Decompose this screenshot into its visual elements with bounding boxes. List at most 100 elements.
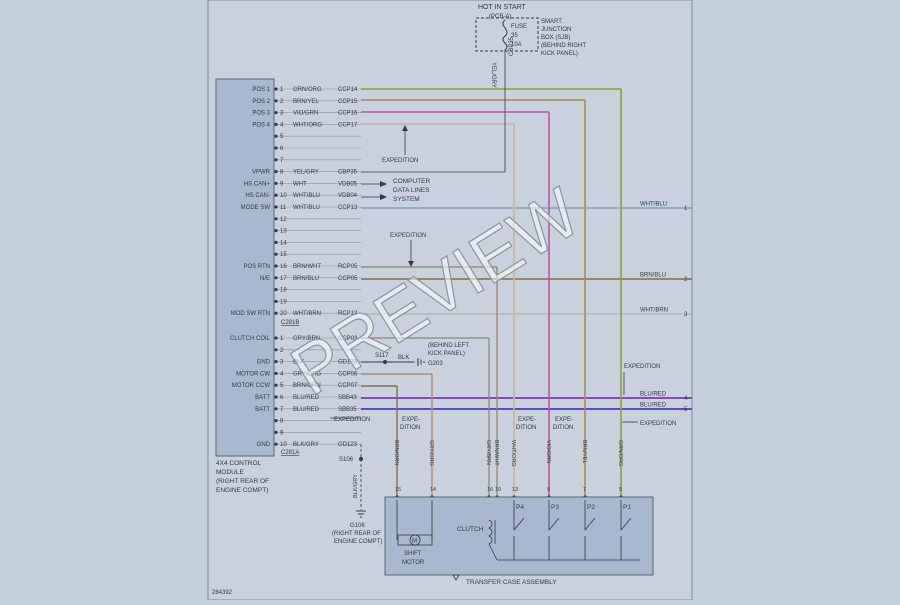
pin-a-number: 4	[280, 122, 284, 128]
right-wire-color: WHT/BRN	[640, 308, 668, 314]
pin-a-number: 3	[280, 111, 284, 117]
pin-a-number: 19	[280, 299, 287, 305]
fuse-label: FUSE	[511, 24, 527, 30]
pin-a-dot	[274, 181, 278, 185]
control-module-box	[215, 78, 275, 457]
connector-b-label: C281A	[281, 450, 299, 456]
pin-b-function: BATT	[255, 407, 270, 413]
vertical-wire-label: BRN/YEL	[581, 440, 587, 464]
expedition-split-c2: DITION	[553, 425, 573, 431]
expedition-label-4: EXPEDITION	[624, 364, 660, 370]
pin-b-wire-color: BLK	[293, 360, 304, 366]
pin-a-circuit: RCP05	[338, 264, 358, 270]
pin-b-dot	[274, 383, 278, 387]
pin-a-number: 1	[280, 87, 284, 93]
right-wire-number: 2	[684, 277, 688, 283]
expedition-split-b1: EXPE-	[518, 417, 536, 423]
sjb-box	[475, 17, 539, 52]
pin-b-dot	[274, 430, 278, 434]
pin-a-circuit: CCP05	[338, 276, 358, 282]
expedition-label-5: EXPEDITION	[640, 421, 676, 427]
module-name-2: MODULE	[216, 469, 244, 476]
pin-b-dot	[274, 419, 278, 423]
pin-a-function: N/E	[260, 276, 270, 282]
right-wire-number: 3	[684, 312, 688, 318]
pin-a-dot	[274, 158, 278, 162]
pin-a-function: VPWR	[252, 170, 271, 176]
pin-b-function: MOTOR CW	[236, 371, 270, 377]
pin-b-number: 6	[280, 395, 284, 401]
pin-b-number: 10	[280, 442, 287, 448]
pin-a-wire-color: BRN/YEL	[293, 99, 319, 105]
pin-a-function: MOD SW RTN	[231, 311, 270, 317]
pin-a-wire-color: GRN/ORG	[293, 87, 322, 93]
pin-a-circuit: RCP13	[338, 311, 358, 317]
pin-b-wire-color: BLK/GRY	[293, 442, 319, 448]
pin-a-circuit: CCP17	[338, 122, 358, 128]
data-line-arrow-2	[380, 194, 387, 200]
pin-a-dot	[274, 311, 278, 315]
vertical-wire-label: VIO/GRN	[545, 440, 551, 463]
pin-a-circuit: CBP35	[338, 170, 358, 176]
pin-a-number: 14	[280, 240, 287, 246]
pin-a-number: 5	[280, 134, 284, 140]
vertical-wire-label: GRY/ORG	[428, 440, 434, 466]
ground-g203	[417, 358, 425, 366]
hot-in-start-label: HOT IN START	[478, 4, 527, 11]
pin-b-circuit: CCP06	[338, 371, 358, 377]
data-line-arrow-1	[380, 181, 387, 187]
pin-b-wire-color: GRY/BRN	[293, 336, 320, 342]
pin-a-circuit: VDB04	[338, 193, 358, 199]
pin-b-wire-color: BLU/RED	[293, 395, 320, 401]
pin-a-dot	[274, 229, 278, 233]
expedition-label-2: EXPEDITION	[390, 233, 426, 239]
pin-b-dot	[274, 348, 278, 352]
pin-b-number: 1	[280, 336, 284, 342]
pin-a-dot	[274, 170, 278, 174]
vertical-wire-pin: 9	[547, 487, 550, 493]
pin-a-circuit: VDB05	[338, 181, 358, 187]
pin-b-dot	[274, 407, 278, 411]
feed-wire-color: YEL/GRY	[490, 62, 496, 88]
pin-b-dot	[274, 360, 278, 364]
vertical-wire-pin: 10	[495, 487, 501, 493]
g203-line-1: (BEHIND LEFT	[428, 343, 469, 349]
pin-a-wire-color: WHT/ORG	[293, 122, 322, 128]
switch-label: P4	[516, 504, 524, 511]
pin-a-circuit: CCP15	[338, 99, 358, 105]
data-lines-text-3: SYSTEM	[393, 196, 420, 203]
pin-b-circuit: CCP03	[338, 336, 358, 342]
pin-b-wire-color: BLU/RED	[293, 407, 320, 413]
right-wire-number: 5	[684, 407, 688, 413]
s106-label: S106	[339, 457, 354, 463]
switch-blade	[620, 517, 632, 531]
switch-blade	[584, 517, 596, 531]
pin-a-wire-color: BRN/BLU	[293, 276, 319, 282]
switch-label: P3	[551, 504, 559, 511]
pin-a-dot	[274, 299, 278, 303]
expedition-split-a1: EXPE-	[402, 417, 420, 423]
expedition-arrowhead-1	[402, 125, 408, 131]
pin-a-number: 6	[280, 146, 284, 152]
pin-a-function: MODE SW	[241, 205, 271, 211]
vertical-wire-pin: 15	[395, 487, 401, 493]
right-wire-number: 1	[684, 206, 688, 212]
pin-b-function: GND	[257, 360, 271, 366]
pin-a-number: 12	[280, 217, 287, 223]
vertical-wire-pin: 5	[619, 487, 622, 493]
sjb-line-3: BOX (SJB)	[541, 35, 570, 41]
vertical-wire-label: WHT/ORG	[510, 440, 516, 467]
pin-b-dot	[274, 336, 278, 340]
right-wire-color: BLU/RED	[640, 403, 667, 409]
expedition-label-3: EXPEDITION	[334, 417, 370, 423]
sjb-line-4: (BEHIND RIGHT	[541, 43, 586, 49]
sjb-line-2: JUNCTION	[541, 27, 571, 33]
pin-b-dot	[274, 442, 278, 446]
pin-a-wire-color: WHT/BRN	[293, 311, 321, 317]
s117-label: S117	[375, 353, 389, 359]
g106-line-3: ENGINE COMPT)	[334, 539, 382, 545]
